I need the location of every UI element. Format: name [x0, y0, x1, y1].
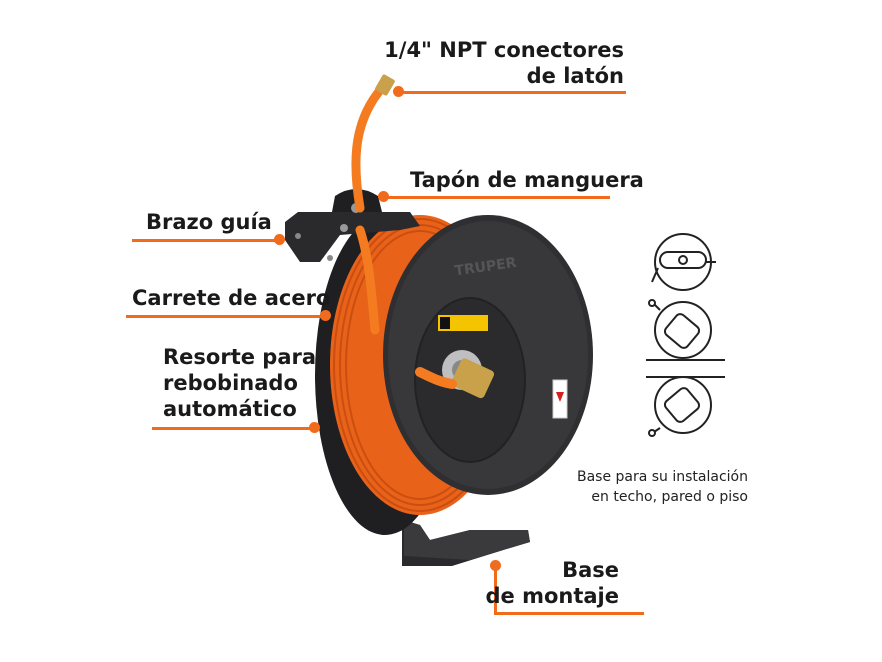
steel-reel-label: Carrete de acero — [132, 286, 331, 310]
inlet-hose — [415, 367, 457, 389]
connectors-label: 1/4" NPT conectores de latón — [384, 37, 624, 89]
base-callout-dot — [490, 560, 501, 571]
installation-caption: Base para su instalación en techo, pared… — [577, 467, 748, 507]
spring-callout-dot — [309, 422, 320, 433]
steel-reel-callout-line — [126, 315, 326, 318]
installation-diagrams — [646, 233, 725, 437]
guide-arm-callout-line — [132, 239, 280, 242]
hose — [351, 81, 389, 213]
base-callout-line-horizontal — [494, 612, 644, 615]
connectors-callout-dot — [393, 86, 404, 97]
installation-caption-line1: Base para su instalación — [576, 469, 748, 485]
base-callout-line-vertical — [494, 566, 497, 614]
base-label: Base de montaje — [486, 557, 620, 609]
installation-caption-line2: en techo, pared o piso — [591, 489, 748, 505]
spring-callout-line — [152, 427, 314, 430]
steel-reel-callout-dot — [320, 310, 331, 321]
brass-swivel — [451, 358, 495, 399]
connectors-label-line2: de latón — [526, 64, 624, 88]
guide-arm-label: Brazo guía — [146, 210, 272, 234]
spring-label-line3: automático — [163, 397, 297, 421]
brass-connector — [375, 74, 395, 96]
warning-sticker — [438, 315, 488, 331]
spring-label-line1: Resorte para — [163, 345, 317, 369]
connectors-callout-line — [398, 91, 626, 94]
base-label-line2: de montaje — [485, 584, 620, 608]
hose-stopper-label: Tapón de manguera — [410, 168, 644, 192]
base-label-line1: Base — [562, 558, 619, 582]
hose-stopper-callout-dot — [378, 191, 389, 202]
guide-arm — [285, 212, 420, 262]
hose-stopper-callout-line — [383, 196, 610, 199]
connectors-label-line1: 1/4" NPT conectores — [384, 38, 624, 62]
spring-label: Resorte para rebobinado automático — [163, 344, 316, 422]
spring-label-line2: rebobinado — [163, 371, 298, 395]
guide-arm-callout-dot — [274, 234, 285, 245]
